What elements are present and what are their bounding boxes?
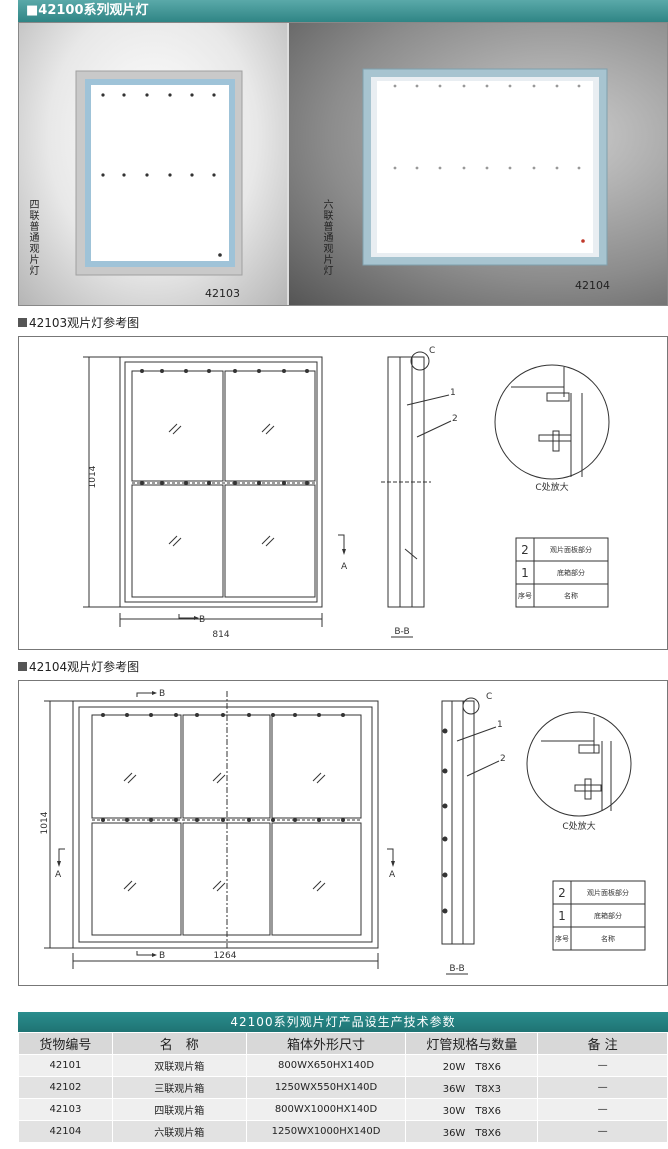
- cell-remark: —: [537, 1120, 668, 1143]
- four-panel-viewer-illustration: [75, 70, 243, 276]
- cell-remark: —: [537, 1054, 668, 1077]
- dim-height: 1014: [40, 811, 50, 834]
- drawing-42103-svg: 1014 814 B A C 1 2 B-B: [83, 346, 610, 640]
- parts-name-1: 底箱部分: [557, 568, 585, 577]
- table-row: 42102 三联观片箱 1250WX550HX140D 36W T8X3 —: [18, 1076, 668, 1099]
- cell-remark: —: [537, 1098, 668, 1121]
- section-header-bar: ■42100系列观片灯: [18, 0, 668, 22]
- cell-remark: —: [537, 1076, 668, 1099]
- product-photos: 四联普通观片灯 42103 六联普通观片灯 42104: [18, 22, 668, 306]
- table-row: 42101 双联观片箱 800WX650HX140D 20W T8X6 —: [18, 1054, 668, 1077]
- col-header-size: 箱体外形尺寸: [245, 1032, 407, 1055]
- callout-1: 1: [450, 388, 456, 398]
- marker-b: B: [199, 615, 205, 625]
- dim-width: 1264: [214, 951, 237, 961]
- parts-no-header: 序号: [518, 591, 532, 600]
- col-header-item-no: 货物编号: [18, 1032, 113, 1055]
- cell-item-no: 42103: [18, 1098, 113, 1121]
- cell-tube: 36W T8X3: [405, 1076, 539, 1099]
- drawing-42104-title: 42104观片灯参考图: [18, 658, 139, 675]
- spec-table-title: 42100系列观片灯产品设生产技术参数: [18, 1012, 668, 1032]
- cell-name: 六联观片箱: [111, 1120, 247, 1143]
- photo-42103: 四联普通观片灯 42103: [19, 23, 287, 305]
- cell-size: 1250WX1000HX140D: [245, 1120, 407, 1143]
- cell-size: 800WX1000HX140D: [245, 1098, 407, 1121]
- square-bullet-icon: [18, 662, 27, 671]
- marker-a-left: A: [55, 870, 62, 880]
- table-row: 42104 六联观片箱 1250WX1000HX140D 36W T8X6 —: [18, 1120, 668, 1143]
- callout-1: 1: [497, 720, 503, 730]
- marker-b-top: B: [159, 689, 165, 699]
- parts-name-header: 名称: [564, 591, 578, 600]
- six-panel-viewer-illustration: [362, 68, 608, 266]
- dim-height: 1014: [88, 465, 98, 488]
- square-bullet-icon: [18, 318, 27, 327]
- marker-b-bottom: B: [159, 951, 165, 961]
- cell-item-no: 42101: [18, 1054, 113, 1077]
- cell-item-no: 42102: [18, 1076, 113, 1099]
- callout-2: 2: [452, 414, 458, 424]
- cell-name: 双联观片箱: [111, 1054, 247, 1077]
- cell-item-no: 42104: [18, 1120, 113, 1143]
- cell-tube: 30W T8X6: [405, 1098, 539, 1121]
- photo-label-four: 四联普通观片灯: [27, 199, 38, 276]
- parts-no-2: 2: [558, 886, 566, 900]
- table-header-row: 货物编号 名 称 箱体外形尺寸 灯管规格与数量 备 注: [18, 1032, 668, 1055]
- parts-no-2: 2: [521, 543, 529, 557]
- parts-name-2: 观片面板部分: [587, 888, 629, 897]
- spec-table: 货物编号 名 称 箱体外形尺寸 灯管规格与数量 备 注 42101 双联观片箱 …: [18, 1032, 668, 1143]
- parts-no-1: 1: [558, 909, 566, 923]
- marker-a-right: A: [389, 870, 396, 880]
- col-header-tube: 灯管规格与数量: [405, 1032, 539, 1055]
- col-header-name: 名 称: [111, 1032, 247, 1055]
- dim-width: 814: [212, 630, 229, 640]
- parts-no-header: 序号: [555, 934, 569, 943]
- parts-no-1: 1: [521, 566, 529, 580]
- parts-name-1: 底箱部分: [594, 911, 622, 920]
- square-bullet-icon: ■: [26, 3, 39, 18]
- photo-model-42103: 42103: [205, 287, 240, 300]
- photo-model-42104: 42104: [575, 279, 610, 292]
- col-header-remark: 备 注: [537, 1032, 668, 1055]
- cell-name: 四联观片箱: [111, 1098, 247, 1121]
- callout-2: 2: [500, 754, 506, 764]
- section-bb: B-B: [449, 964, 464, 974]
- callout-c: C: [429, 346, 435, 356]
- drawing-42104: 1014 1264 B B A A C 1 2 B-B: [18, 680, 668, 986]
- spec-table-section: 42100系列观片灯产品设生产技术参数 货物编号 名 称 箱体外形尺寸 灯管规格…: [18, 1012, 668, 1143]
- callout-c: C: [486, 692, 492, 702]
- section-bb: B-B: [394, 627, 409, 637]
- parts-name-2: 观片面板部分: [550, 545, 592, 554]
- detail-c-caption: C处放大: [562, 820, 595, 832]
- drawing-42104-svg: 1014 1264 B B A A C 1 2 B-B: [40, 689, 646, 975]
- cell-tube: 20W T8X6: [405, 1054, 539, 1077]
- photo-divider: [287, 23, 289, 305]
- cell-name: 三联观片箱: [111, 1076, 247, 1099]
- detail-c-caption: C处放大: [535, 481, 568, 493]
- photo-label-six: 六联普通观片灯: [321, 199, 332, 276]
- photo-42104: 六联普通观片灯 42104: [289, 23, 667, 305]
- cell-tube: 36W T8X6: [405, 1120, 539, 1143]
- table-row: 42103 四联观片箱 800WX1000HX140D 30W T8X6 —: [18, 1098, 668, 1121]
- cell-size: 1250WX550HX140D: [245, 1076, 407, 1099]
- marker-a: A: [341, 562, 348, 572]
- cell-size: 800WX650HX140D: [245, 1054, 407, 1077]
- drawing-42103-title: 42103观片灯参考图: [18, 314, 139, 331]
- series-title: 42100系列观片灯: [38, 3, 149, 18]
- parts-name-header: 名称: [601, 934, 615, 943]
- drawing-42103: 1014 814 B A C 1 2 B-B: [18, 336, 668, 650]
